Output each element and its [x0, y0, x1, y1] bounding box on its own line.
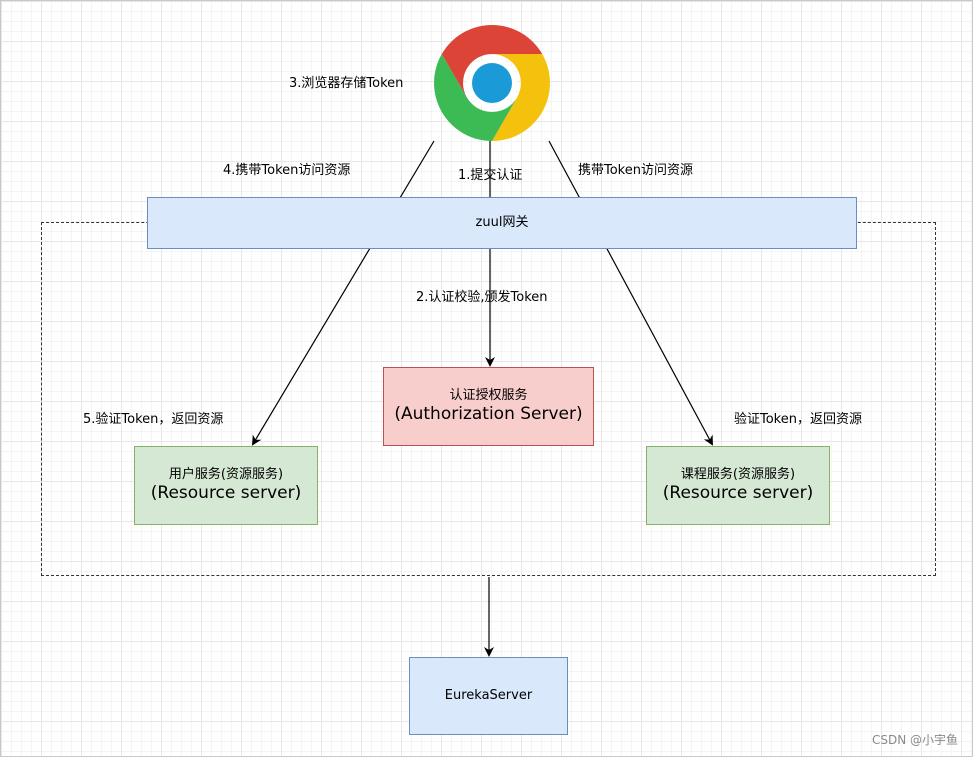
- course-service-box: 课程服务(资源服务) (Resource server): [646, 446, 830, 525]
- eureka-server-box: EurekaServer: [409, 657, 568, 735]
- label-verify-right: 验证Token，返回资源: [734, 412, 862, 427]
- user-service-box: 用户服务(资源服务) (Resource server): [134, 446, 318, 525]
- user-service-title: 用户服务(资源服务): [168, 466, 284, 482]
- course-service-title: 课程服务(资源服务): [680, 466, 796, 482]
- arrow-to-course-service: [548, 140, 713, 446]
- eureka-label: EurekaServer: [444, 687, 533, 703]
- gateway-label: zuul网关: [475, 214, 529, 230]
- auth-server-box: 认证授权服务 (Authorization Server): [383, 367, 594, 446]
- label-verify-left: 5.验证Token，返回资源: [83, 412, 224, 427]
- watermark: CSDN @小宇鱼: [871, 733, 958, 747]
- arrow-to-user-service: [251, 140, 435, 446]
- user-service-subtitle: (Resource server): [150, 483, 302, 503]
- auth-server-subtitle: (Authorization Server): [394, 404, 583, 424]
- zuul-gateway-box: zuul网关: [147, 197, 857, 249]
- label-browser-store: 3.浏览器存储Token: [289, 76, 404, 91]
- label-verify-issue: 2.认证校验,颁发Token: [416, 290, 548, 305]
- label-submit: 1.提交认证: [458, 168, 523, 183]
- chrome-browser-icon: [434, 25, 550, 141]
- label-carry-right: 携带Token访问资源: [578, 163, 693, 178]
- auth-server-title: 认证授权服务: [449, 387, 528, 403]
- course-service-subtitle: (Resource server): [662, 483, 814, 503]
- label-carry-left: 4.携带Token访问资源: [223, 163, 351, 178]
